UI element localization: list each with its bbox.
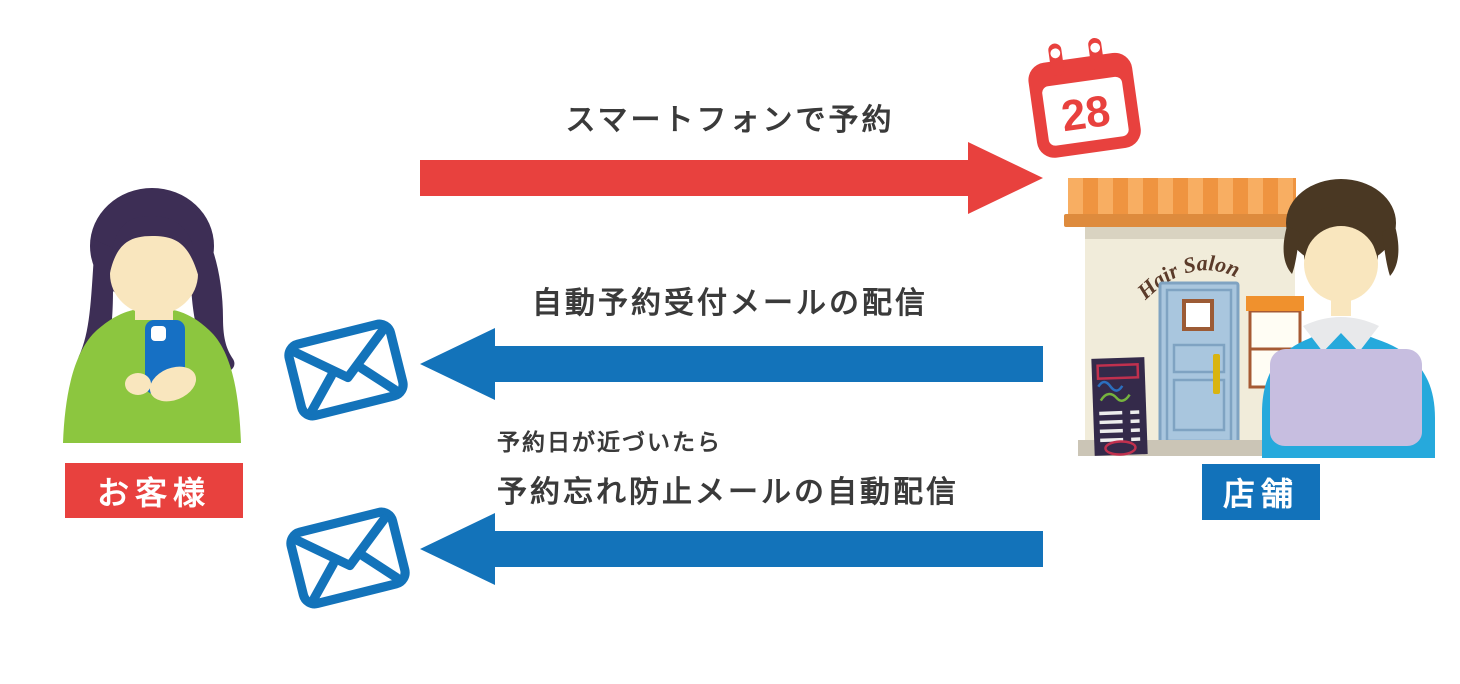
menu-signboard bbox=[1091, 357, 1148, 456]
staff-face bbox=[1304, 226, 1378, 302]
calendar-icon: 28 bbox=[1028, 37, 1141, 158]
reminder-envelope-icon bbox=[286, 507, 410, 609]
store-figure: Hair Salon bbox=[1064, 178, 1435, 458]
customer-label: お客様 bbox=[65, 463, 243, 518]
door-handle bbox=[1213, 354, 1220, 394]
customer-figure bbox=[63, 188, 241, 443]
reminder-precondition-label: 予約日が近づいたら bbox=[497, 429, 722, 455]
store-door bbox=[1158, 281, 1240, 450]
staff-collar bbox=[1303, 317, 1379, 352]
store-label: 店舗 bbox=[1202, 464, 1320, 520]
staff-figure bbox=[1262, 179, 1435, 458]
confirmation-arrow-left bbox=[420, 328, 1043, 400]
booking-flow-label: スマートフォンで予約 bbox=[565, 104, 895, 137]
store-awning bbox=[1064, 178, 1302, 227]
reminder-arrow-left bbox=[420, 513, 1043, 585]
customer-hand bbox=[149, 366, 197, 402]
customer-face bbox=[110, 233, 198, 315]
calendar-day: 28 bbox=[1059, 87, 1114, 141]
booking-arrow-right bbox=[420, 142, 1043, 214]
confirmation-envelope-icon bbox=[284, 319, 408, 421]
laptop-icon bbox=[1270, 349, 1422, 446]
reminder-flow-label: 予約忘れ防止メールの自動配信 bbox=[497, 476, 959, 509]
confirmation-flow-label: 自動予約受付メールの配信 bbox=[532, 287, 928, 320]
